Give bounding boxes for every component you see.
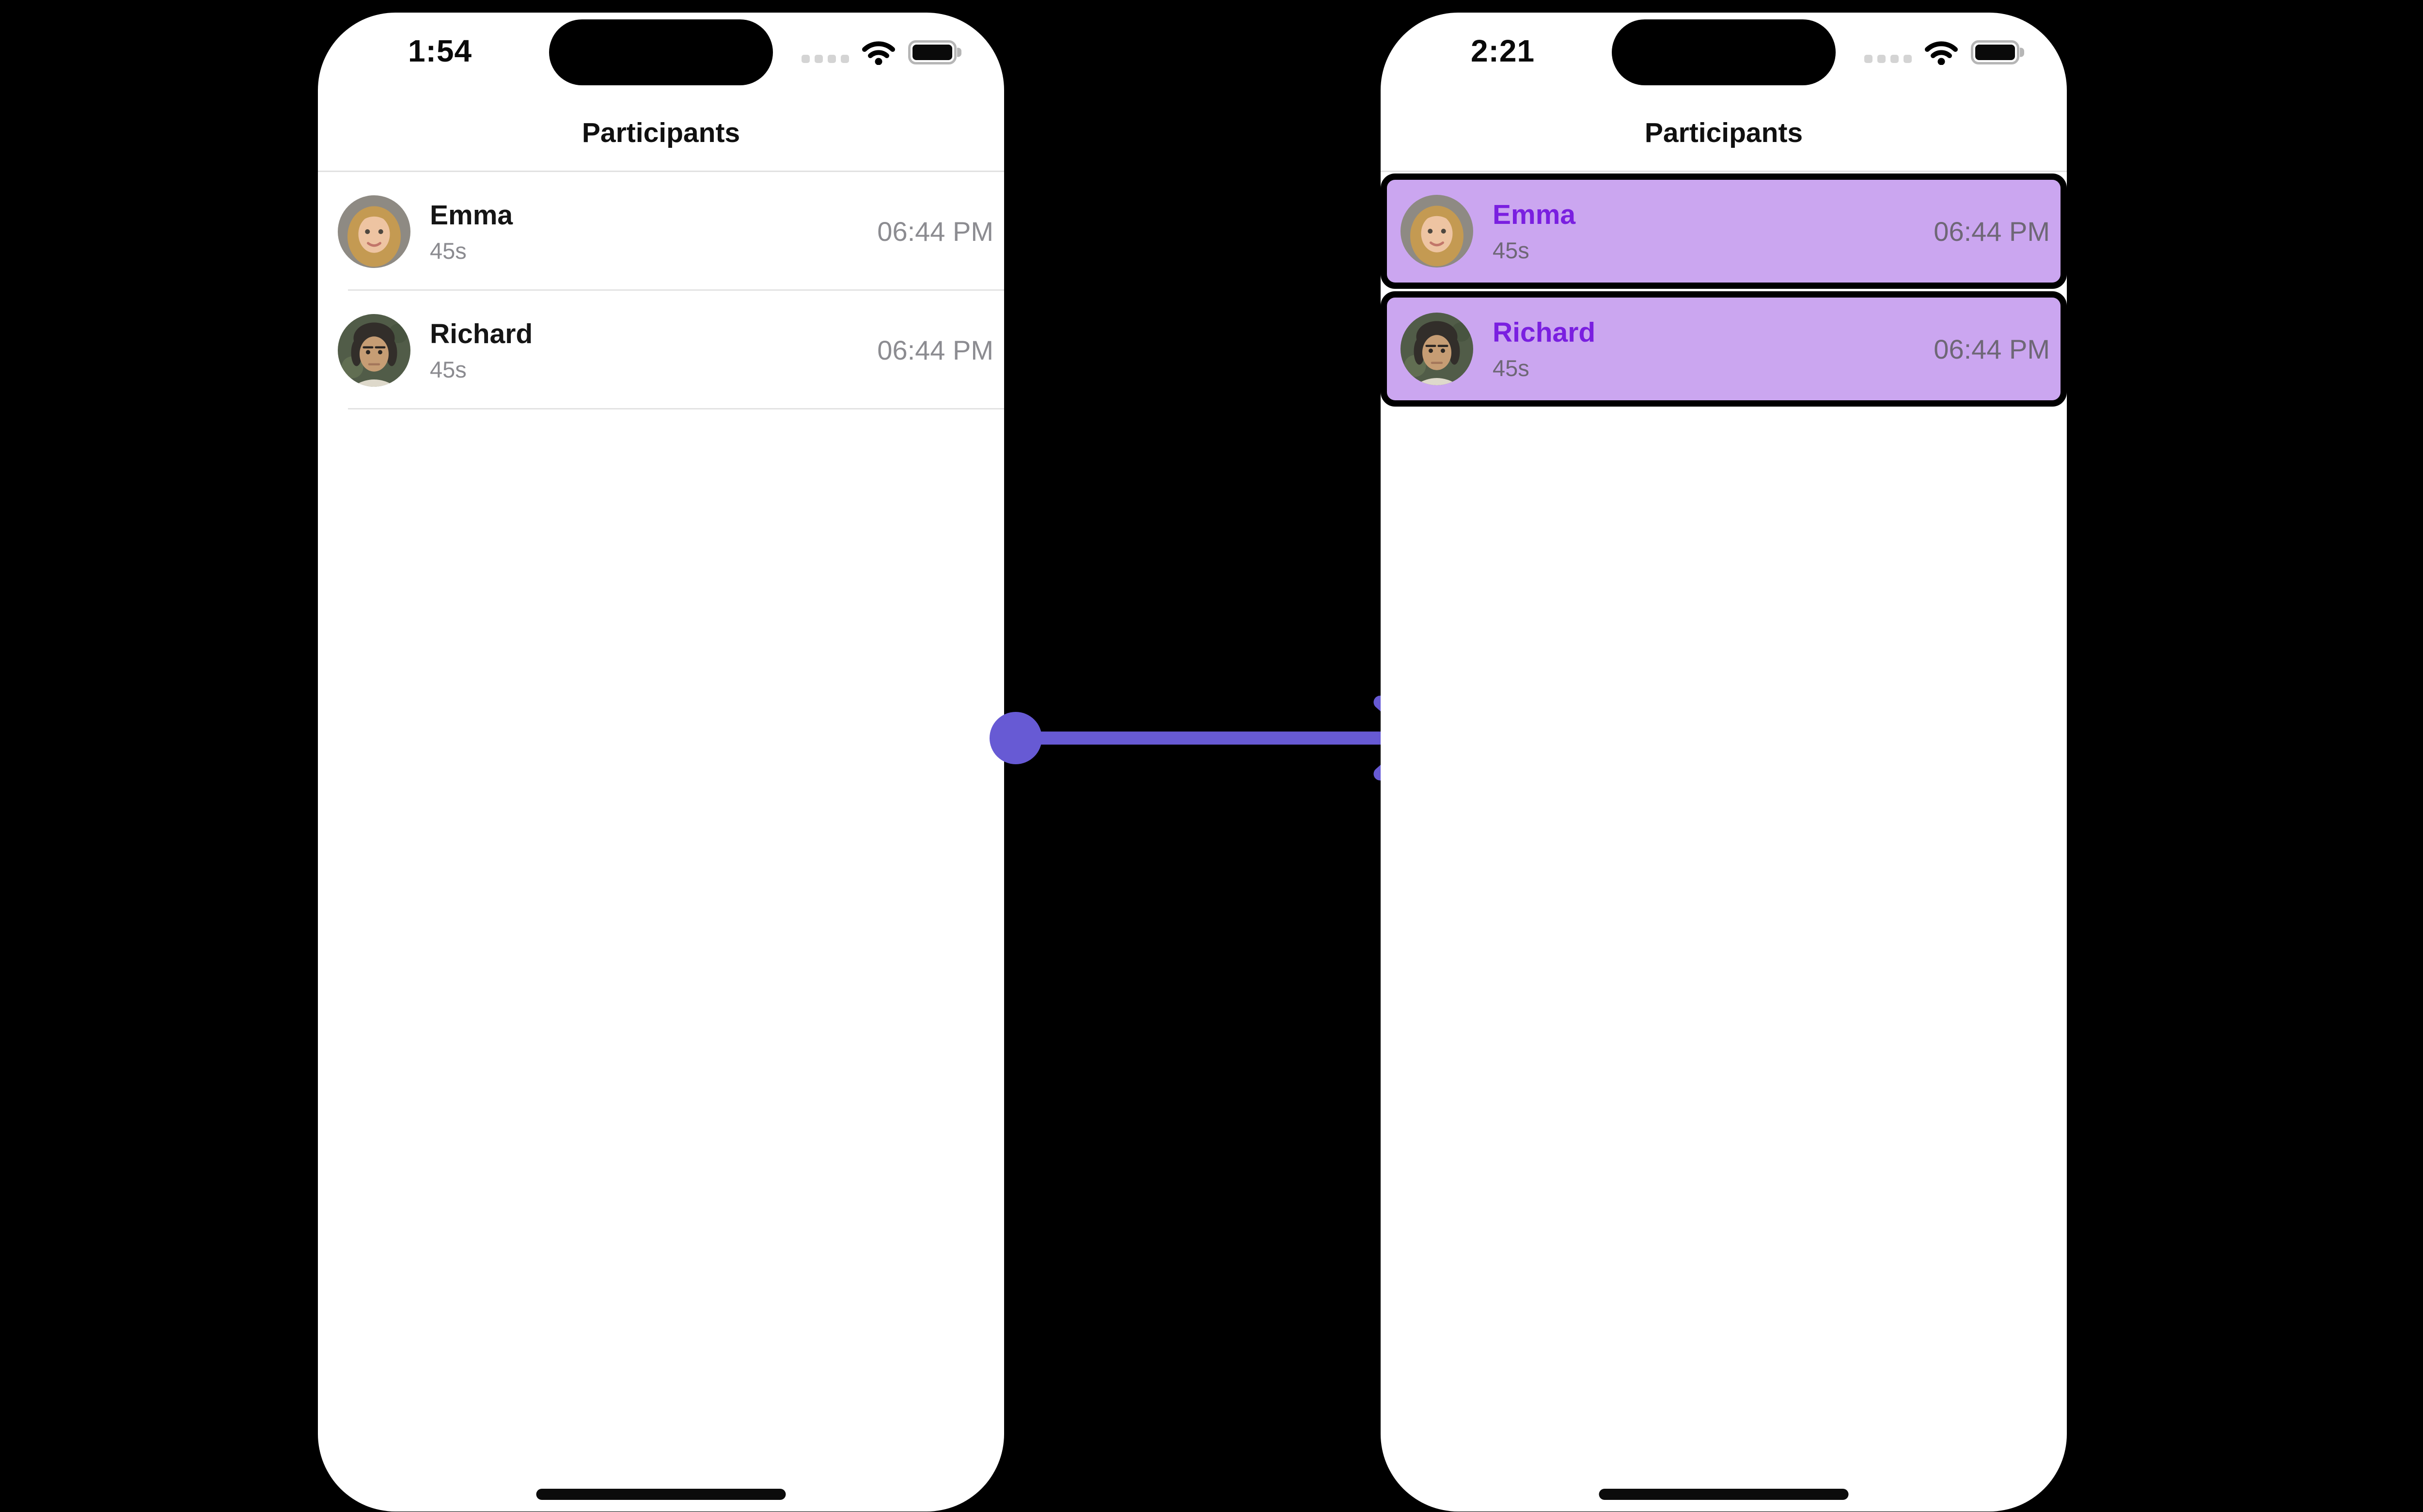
transition-arrow-icon [990, 695, 1428, 781]
participant-row-emma[interactable]: Emma 45s 06:44 PM [318, 172, 1004, 291]
participant-duration: 45s [430, 237, 467, 264]
participant-row-richard-selected[interactable]: Richard 45s 06:44 PM [1381, 291, 2067, 407]
participant-name: Emma [1493, 199, 1576, 230]
participant-time: 06:44 PM [877, 335, 993, 365]
dynamic-island [549, 19, 773, 85]
avatar-emma [1400, 195, 1473, 268]
wifi-icon [1925, 41, 1958, 65]
participant-info: Emma 45s [430, 200, 513, 263]
participant-row-emma-selected[interactable]: Emma 45s 06:44 PM [1381, 173, 2067, 289]
participant-duration: 45s [430, 356, 467, 382]
dynamic-island [1612, 19, 1836, 85]
participant-info: Emma 45s [1493, 200, 1575, 263]
participant-info: Richard 45s [430, 319, 533, 382]
participant-duration: 45s [1493, 237, 1529, 263]
page-title: Participants [582, 117, 740, 148]
participant-name: Richard [1493, 317, 1596, 348]
participant-name: Emma [430, 199, 513, 231]
header-divider [318, 171, 1004, 172]
home-indicator[interactable] [536, 1489, 786, 1500]
avatar-richard [1400, 313, 1473, 385]
participant-time: 06:44 PM [1934, 216, 2050, 247]
avatar-richard [338, 314, 410, 387]
home-indicator[interactable] [1599, 1489, 1849, 1500]
cellular-signal-icon [802, 55, 849, 63]
header-divider [1381, 171, 2067, 172]
battery-icon [908, 40, 961, 64]
cellular-signal-icon [1864, 55, 1912, 63]
phone-before: 1:54 Participants [318, 13, 1004, 1512]
phone-after: 2:21 Participants [1381, 13, 2067, 1512]
participant-list: Emma 45s 06:44 PM [318, 172, 1004, 410]
status-icons [1864, 40, 2024, 65]
wifi-icon [862, 41, 895, 65]
status-icons [802, 40, 961, 65]
participant-time: 06:44 PM [877, 216, 993, 247]
status-time: 1:54 [408, 33, 472, 68]
participant-duration: 45s [1493, 355, 1529, 381]
participant-info: Richard 45s [1493, 317, 1595, 380]
status-time: 2:21 [1471, 33, 1535, 68]
avatar-emma [338, 195, 410, 268]
participant-name: Richard [430, 318, 533, 349]
participant-time: 06:44 PM [1934, 333, 2050, 364]
page-title: Participants [1644, 117, 1803, 148]
battery-icon [1971, 40, 2024, 64]
participant-list: Emma 45s 06:44 PM [1381, 173, 2067, 409]
participant-row-richard[interactable]: Richard 45s 06:44 PM [318, 291, 1004, 410]
